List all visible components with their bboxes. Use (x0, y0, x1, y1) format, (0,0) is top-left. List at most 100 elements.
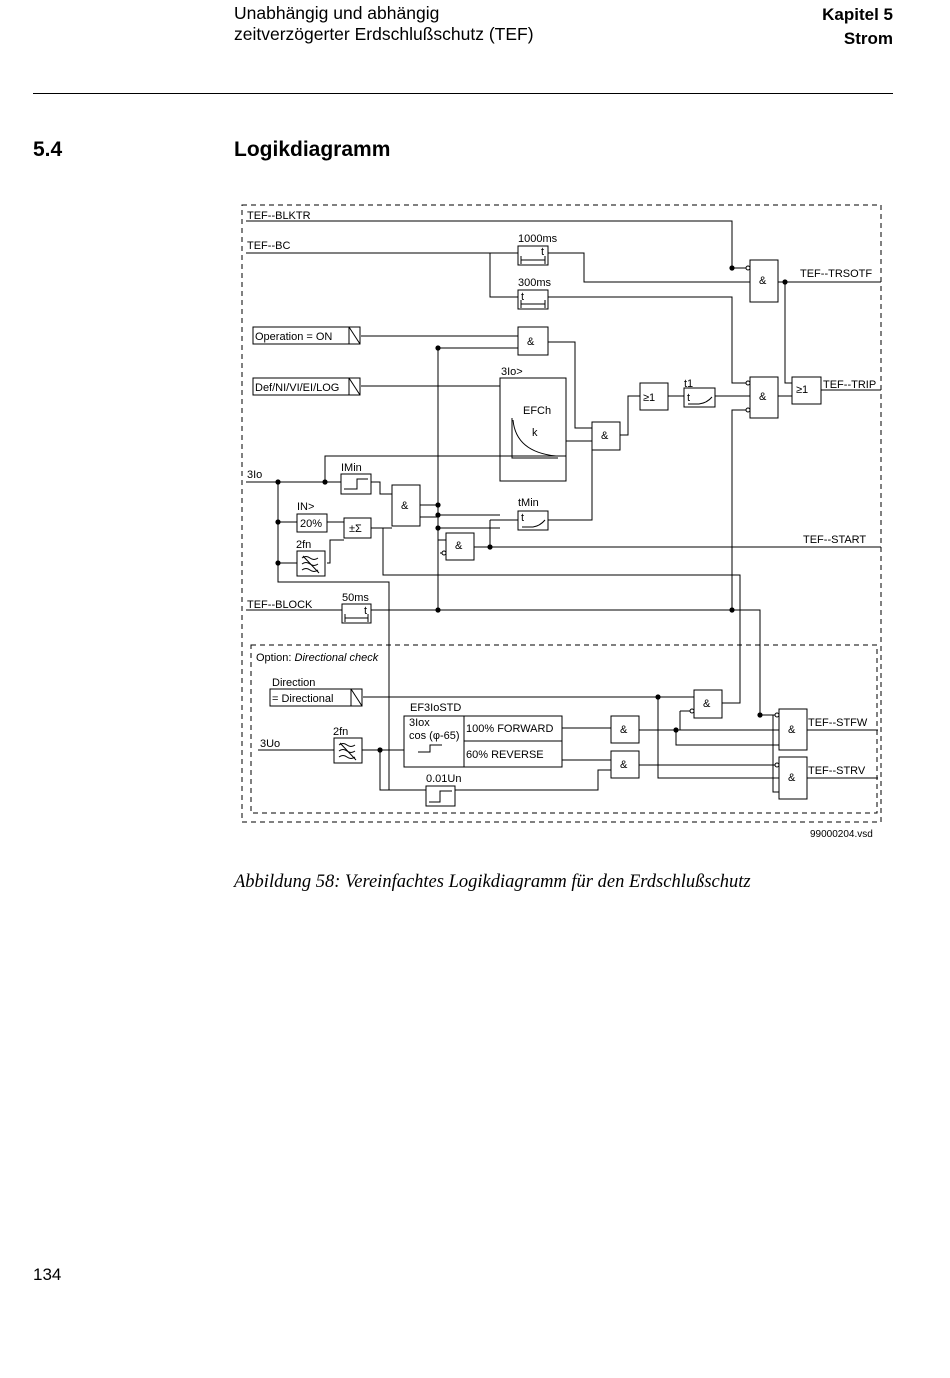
timer-1000ms (517, 245, 549, 266)
input-block: TEF--BLOCK (247, 599, 313, 611)
figure-caption: Abbildung 58: Vereinfachtes Logikdiagram… (234, 872, 751, 892)
label-in-pct: 20% (300, 518, 322, 530)
label-in-set: IN> (297, 501, 314, 513)
efch-block (499, 377, 567, 482)
and-gate-start (445, 532, 475, 561)
label-2fn-uo: 2fn (333, 726, 348, 738)
level-detector-block (425, 785, 456, 807)
timer-tmin-t: t (521, 512, 524, 524)
section-title: Logikdiagramm (234, 138, 391, 161)
or-gate-1 (639, 382, 669, 411)
and-label: & (620, 759, 628, 771)
label-reverse: 60% REVERSE (466, 749, 544, 761)
timer-tmin (517, 510, 549, 531)
and-gate-reverse (610, 750, 640, 779)
and-gate-operation (517, 326, 549, 356)
label-k: k (532, 427, 538, 439)
timer-300ms-t: t (521, 291, 524, 303)
and-label: & (455, 540, 463, 552)
and-gate-forward (610, 715, 640, 744)
label-direction: Direction (272, 677, 315, 689)
timer-50ms (341, 603, 372, 624)
and-gate-trip (749, 376, 779, 419)
label-option: Option: Directional check (256, 652, 379, 664)
and-gate-direction (693, 689, 723, 719)
label-t1: t1 (684, 378, 693, 390)
timer-50ms-t: t (364, 605, 367, 617)
input-operation: Operation = ON (255, 331, 332, 343)
and-gate-strv (778, 756, 808, 800)
timer-t1 (683, 387, 716, 408)
section-number: 5.4 (33, 138, 63, 161)
and-label: & (620, 724, 628, 736)
input-blktr: TEF--BLKTR (247, 210, 311, 222)
label-50ms: 50ms (342, 592, 369, 604)
label-cos: cos (φ-65) (409, 730, 460, 742)
or-label: ≥1 (643, 392, 655, 404)
output-strv: TEF--STRV (808, 765, 866, 777)
output-start: TEF--START (803, 534, 866, 546)
sum-block (343, 517, 372, 539)
file-reference: 99000204.vsd (810, 829, 873, 840)
in-setting-block (296, 513, 328, 533)
input-characteristic: Def/NI/VI/EI/LOG (255, 382, 339, 394)
and-label: & (788, 724, 796, 736)
label-tmin: tMin (518, 497, 539, 509)
and-gate-trsotf (749, 259, 779, 303)
option-frame (250, 644, 878, 814)
or-gate-trip (791, 376, 822, 405)
and-label: & (601, 430, 609, 442)
label-imin: IMin (341, 462, 362, 474)
label-001un: 0.01Un (426, 773, 461, 785)
output-stfw: TEF--STFW (808, 717, 868, 729)
running-header-chapter: Kapitel 5 Strom (822, 3, 893, 51)
and-label: & (401, 500, 409, 512)
imin-block (340, 473, 372, 495)
junction-dots (275, 265, 788, 753)
header-title-line-1: Unabhängig und abhängig (234, 3, 440, 23)
and-gate-stfw (778, 708, 808, 751)
label-efch: EFCh (523, 405, 551, 417)
label-3io-set: 3Io> (501, 366, 523, 378)
harmonic-filter-block (296, 550, 326, 577)
timer-1000ms-t: t (541, 246, 544, 258)
inverse-time-curve (511, 418, 558, 459)
harmonic-filter-uo-block (333, 737, 363, 764)
header-title-line-2: zeitverzögerter Erdschlußschutz (TEF) (234, 24, 534, 44)
wires (246, 220, 881, 793)
and-label: & (703, 698, 711, 710)
label-forward: 100% FORWARD (466, 723, 553, 735)
and-label: & (527, 336, 535, 348)
chapter-number: Kapitel 5 (822, 5, 893, 24)
or-label: ≥1 (796, 384, 808, 396)
chapter-name: Strom (843, 29, 893, 48)
and-gate-efch (591, 421, 621, 451)
operation-setting-box (252, 326, 361, 345)
characteristic-setting-box (252, 377, 361, 396)
and-label: & (788, 772, 796, 784)
timer-t1-t: t (687, 392, 690, 404)
diagram-frame (241, 204, 882, 823)
input-bc: TEF--BC (247, 240, 290, 252)
label-3iox: 3Iox (409, 717, 430, 729)
and-label: & (759, 275, 767, 287)
label-2fn: 2fn (296, 539, 311, 551)
running-header-title: Unabhängig und abhängig zeitverzögerter … (234, 3, 534, 45)
and-label: & (759, 391, 767, 403)
page-number: 134 (33, 1265, 62, 1284)
label-sum: ±Σ (349, 523, 362, 535)
logic-diagram: TEF--BLKTR TEF--BC Operation = ON Def/NI… (241, 204, 882, 840)
output-trsotf: TEF--TRSOTF (800, 268, 872, 280)
header-rule (33, 93, 893, 94)
label-ef3iostd: EF3IoSTD (410, 702, 461, 714)
input-3io: 3Io (247, 469, 262, 481)
timer-300ms (517, 289, 549, 310)
inverter-bubbles (441, 265, 780, 768)
and-gate-imin (391, 484, 421, 527)
input-3uo: 3Uo (260, 738, 280, 750)
label-1000ms: 1000ms (518, 233, 558, 245)
output-trip: TEF--TRIP (823, 379, 876, 391)
label-directional: = Directional (272, 693, 333, 705)
direction-setting-box (269, 688, 363, 707)
label-300ms: 300ms (518, 277, 552, 289)
